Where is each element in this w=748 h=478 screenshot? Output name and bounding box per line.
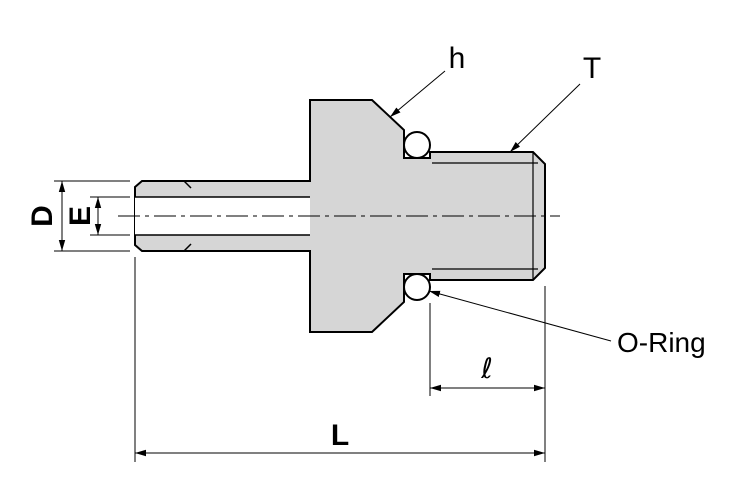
callout-o-ring: O-Ring (428, 290, 706, 358)
dimension-label-E: E (64, 206, 97, 226)
callout-label-T: T (583, 52, 601, 85)
pipe-chamfer-mark-bottom (183, 243, 192, 252)
o-ring-section-top (403, 131, 431, 159)
dimension-D: D (26, 180, 130, 252)
dimension-label-L: L (331, 419, 349, 452)
pipe-chamfer-mark-top (183, 180, 192, 189)
callout-T: T (509, 52, 601, 153)
callout-label-o-ring: O-Ring (617, 327, 706, 358)
dimension-E: E (64, 196, 130, 236)
dimension-l: ℓ (429, 303, 545, 396)
fitting-body (118, 99, 560, 333)
dimension-label-D: D (26, 205, 59, 227)
leader-line-o-ring (428, 290, 612, 342)
leader-line-h (389, 70, 446, 118)
dimension-L: L (134, 257, 546, 462)
callout-h: h (389, 42, 466, 118)
callout-label-h: h (449, 42, 466, 75)
o-ring-section-bottom (403, 273, 431, 301)
dimension-label-l: ℓ (480, 352, 493, 385)
leader-line-T (509, 83, 581, 153)
